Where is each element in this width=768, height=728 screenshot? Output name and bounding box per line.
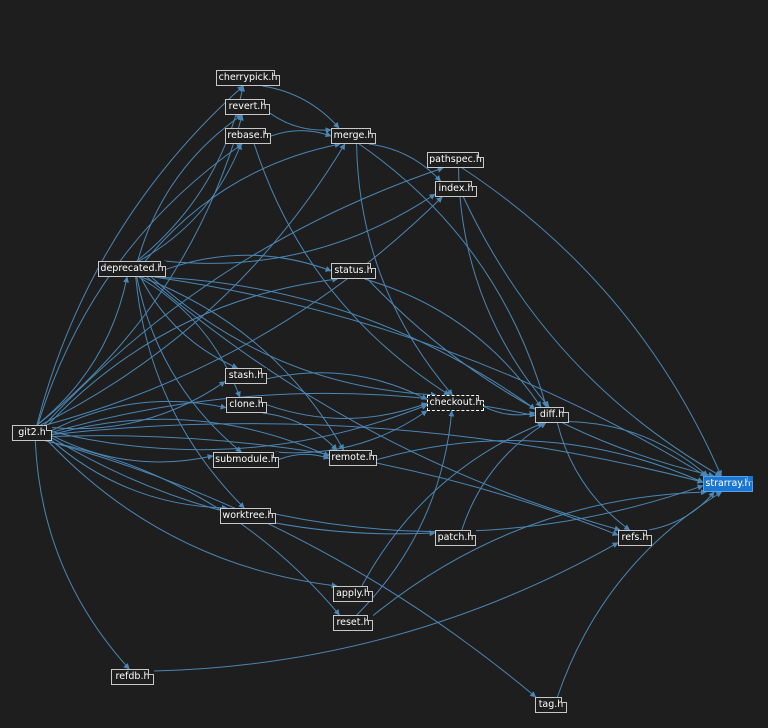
node-cherrypick[interactable]: cherrypick.h bbox=[216, 70, 280, 86]
edge-refs-to-strarray bbox=[648, 491, 715, 531]
node-remote[interactable]: remote.h bbox=[329, 450, 377, 466]
edge-git2-to-worktree bbox=[51, 440, 228, 511]
edge-worktree-to-strarray bbox=[275, 484, 704, 533]
edge-merge-to-index bbox=[368, 143, 441, 182]
edge-git2-to-tag bbox=[47, 440, 537, 698]
node-stash[interactable]: stash.h bbox=[225, 368, 267, 384]
edge-stash-to-checkout bbox=[266, 372, 428, 400]
edge-remote-to-strarray bbox=[376, 440, 704, 483]
edge-git2-to-index bbox=[45, 196, 443, 426]
node-patch[interactable]: patch.h bbox=[435, 530, 476, 546]
node-tag[interactable]: tag.h bbox=[535, 697, 567, 713]
edge-tag-to-strarray bbox=[556, 491, 723, 698]
edge-git2-to-strarray bbox=[51, 423, 704, 484]
node-refs[interactable]: refs.h bbox=[618, 530, 652, 546]
edge-submodule-to-remote bbox=[278, 453, 330, 460]
edge-git2-to-reset bbox=[45, 440, 340, 616]
edge-status-to-diff bbox=[364, 278, 542, 408]
node-pathspec[interactable]: pathspec.h bbox=[427, 152, 484, 168]
edge-rebase-to-merge bbox=[270, 130, 332, 137]
edge-diff-to-strarray bbox=[568, 421, 709, 477]
edge-checkout-to-diff bbox=[483, 406, 536, 417]
edge-cherrypick-to-merge bbox=[262, 85, 340, 129]
node-reset[interactable]: reset.h bbox=[333, 615, 373, 631]
edge-git2-to-refdb bbox=[34, 440, 130, 670]
node-git2[interactable]: git2.h bbox=[12, 425, 52, 441]
node-revert[interactable]: revert.h bbox=[225, 99, 270, 115]
edge-deprecated-to-index bbox=[164, 193, 436, 264]
edge-clone-to-checkout bbox=[266, 402, 428, 419]
edge-merge-to-diff bbox=[358, 143, 548, 408]
edge-pathspec-to-diff bbox=[458, 167, 550, 408]
edge-deprecated-to-remote bbox=[141, 276, 345, 451]
edge-pathspec-to-strarray bbox=[461, 167, 722, 477]
edge-deprecated-to-rebase bbox=[138, 143, 242, 262]
edge-git2-to-status bbox=[47, 276, 339, 426]
edge-git2-to-clone bbox=[51, 400, 227, 431]
edge-index-to-strarray bbox=[462, 196, 722, 477]
edge-git2-to-merge bbox=[40, 143, 346, 426]
node-index[interactable]: index.h bbox=[435, 181, 477, 197]
edge-reset-to-checkout bbox=[356, 410, 455, 616]
node-checkout[interactable]: checkout.h bbox=[427, 395, 484, 411]
node-merge[interactable]: merge.h bbox=[331, 128, 376, 144]
edge-deprecated-to-worktree bbox=[135, 276, 245, 509]
node-strarray[interactable]: strarray.h bbox=[703, 476, 753, 492]
edge-deprecated-to-checkout bbox=[150, 276, 437, 398]
edge-rebase-to-checkout bbox=[253, 143, 450, 396]
edge-diff-to-refs bbox=[556, 422, 631, 531]
node-submodule[interactable]: submodule.h bbox=[213, 452, 279, 468]
edge-deprecated-to-merge bbox=[144, 142, 341, 262]
edge-deprecated-to-diff bbox=[154, 276, 536, 410]
edge-merge-to-checkout bbox=[356, 143, 453, 396]
node-refdb[interactable]: refdb.h bbox=[111, 669, 154, 685]
node-clone[interactable]: clone.h bbox=[226, 397, 267, 413]
node-deprecated[interactable]: deprecated.h bbox=[98, 261, 166, 277]
node-apply[interactable]: apply.h bbox=[333, 586, 373, 602]
edge-deprecated-to-status bbox=[165, 254, 332, 272]
edge-status-to-strarray bbox=[367, 278, 715, 478]
edge-patch-to-diff bbox=[461, 422, 547, 531]
edge-git2-to-cherrypick bbox=[36, 85, 244, 426]
edge-revert-to-merge bbox=[269, 112, 332, 134]
edge-git2-to-deprecated bbox=[36, 276, 129, 426]
edge-git2-to-submodule bbox=[51, 435, 214, 463]
edge-deprecated-to-refs bbox=[146, 276, 621, 532]
edge-refdb-to-refs bbox=[153, 542, 619, 672]
edge-submodule-to-checkout bbox=[275, 410, 428, 454]
edge-git2-to-apply bbox=[47, 440, 338, 589]
edge-git2-to-rebase bbox=[37, 143, 243, 426]
node-status[interactable]: status.h bbox=[331, 263, 376, 279]
node-rebase[interactable]: rebase.h bbox=[225, 128, 271, 144]
node-worktree[interactable]: worktree.h bbox=[220, 508, 276, 524]
edge-deprecated-to-submodule bbox=[136, 276, 242, 453]
node-diff[interactable]: diff.h bbox=[535, 407, 569, 423]
edge-reset-to-strarray bbox=[372, 489, 708, 616]
edge-deprecated-to-revert bbox=[137, 114, 243, 262]
edge-git2-to-remote bbox=[51, 418, 330, 457]
edge-deprecated-to-strarray bbox=[154, 276, 707, 477]
edge-git2-to-pathspec bbox=[44, 166, 444, 426]
edge-clone-to-remote bbox=[262, 412, 338, 451]
edge-apply-to-diff bbox=[361, 422, 544, 587]
